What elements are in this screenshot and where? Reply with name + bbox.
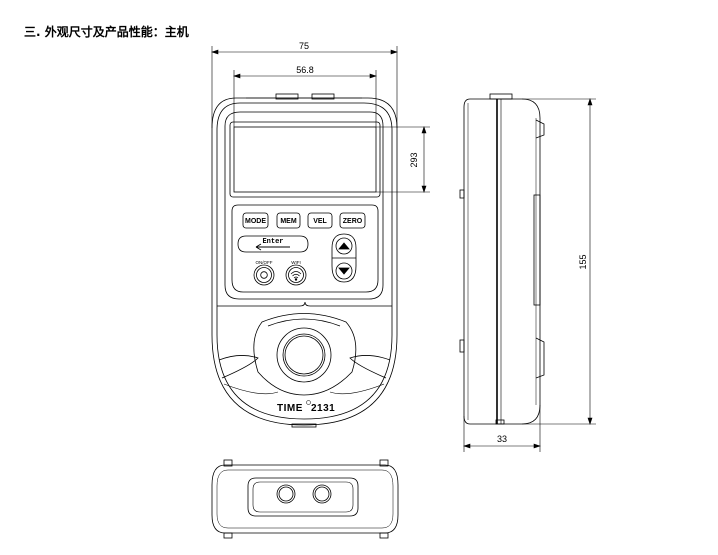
wifi-label: WIFI xyxy=(291,260,301,265)
dim-side-height: 155 xyxy=(578,254,588,269)
up-button[interactable] xyxy=(335,237,353,255)
bottom-body-outline xyxy=(211,464,399,534)
probe-surround xyxy=(253,313,357,396)
dim-front-width: 75 xyxy=(299,41,309,51)
on-off-label: ON/OFF xyxy=(256,260,273,265)
enter-button-label: Enter xyxy=(262,238,283,246)
front-view xyxy=(211,93,398,428)
dim-side-depth: 33 xyxy=(497,434,507,444)
vel-button[interactable] xyxy=(307,212,333,229)
bottom-tab xyxy=(291,423,317,428)
bottom-port-right xyxy=(312,484,332,504)
bottom-sensor-panel xyxy=(247,477,359,517)
up-arrow-icon xyxy=(338,242,350,250)
bottom-view xyxy=(211,459,399,539)
enter-button[interactable] xyxy=(237,235,309,253)
mem-button[interactable] xyxy=(276,212,301,229)
mode-button-label: MODE xyxy=(245,218,266,225)
wifi-button[interactable] xyxy=(285,264,307,286)
side-clip-lower xyxy=(535,337,545,379)
down-button[interactable] xyxy=(335,262,353,280)
zero-button[interactable] xyxy=(339,212,366,229)
front-body-inner-outline xyxy=(216,102,393,420)
keypad-area xyxy=(231,204,379,293)
wifi-icon xyxy=(290,271,302,279)
brand-model: 2131 xyxy=(311,403,335,414)
top-connector-left xyxy=(275,93,299,100)
on-off-button[interactable] xyxy=(253,264,275,286)
display-screen xyxy=(233,126,377,193)
front-panel xyxy=(224,111,384,300)
registered-mark-icon xyxy=(306,400,311,405)
dim-screen-width: 56.8 xyxy=(296,65,314,75)
dim-screen-height: 293 xyxy=(409,152,419,167)
side-clip-upper xyxy=(535,119,545,139)
grip-right xyxy=(349,355,391,379)
enter-arrow-icon xyxy=(255,243,290,251)
side-view xyxy=(459,93,545,425)
dimension-lines-side xyxy=(463,98,596,452)
vel-button-label: VEL xyxy=(313,218,327,225)
display-screen-frame xyxy=(229,121,381,198)
lower-housing-divider xyxy=(217,301,392,307)
power-icon xyxy=(260,271,268,279)
side-body-outline xyxy=(463,98,541,425)
section-heading: 三. 外观尺寸及产品性能：主机 xyxy=(24,25,189,39)
dimension-lines-front xyxy=(211,46,430,193)
down-arrow-icon xyxy=(338,267,350,275)
mem-button-label: MEM xyxy=(280,218,297,225)
brand-name: TIME xyxy=(277,403,303,414)
probe-ring xyxy=(276,327,332,383)
brand-logo: TIME 2131 xyxy=(277,400,335,414)
up-down-rocker[interactable] xyxy=(331,233,357,283)
mode-button[interactable] xyxy=(242,212,269,229)
zero-button-label: ZERO xyxy=(343,218,363,225)
bottom-port-left xyxy=(276,484,296,504)
probe-head xyxy=(282,333,326,377)
top-connector-right xyxy=(311,93,335,100)
grip-left xyxy=(218,355,259,379)
side-top-connector xyxy=(489,93,513,100)
